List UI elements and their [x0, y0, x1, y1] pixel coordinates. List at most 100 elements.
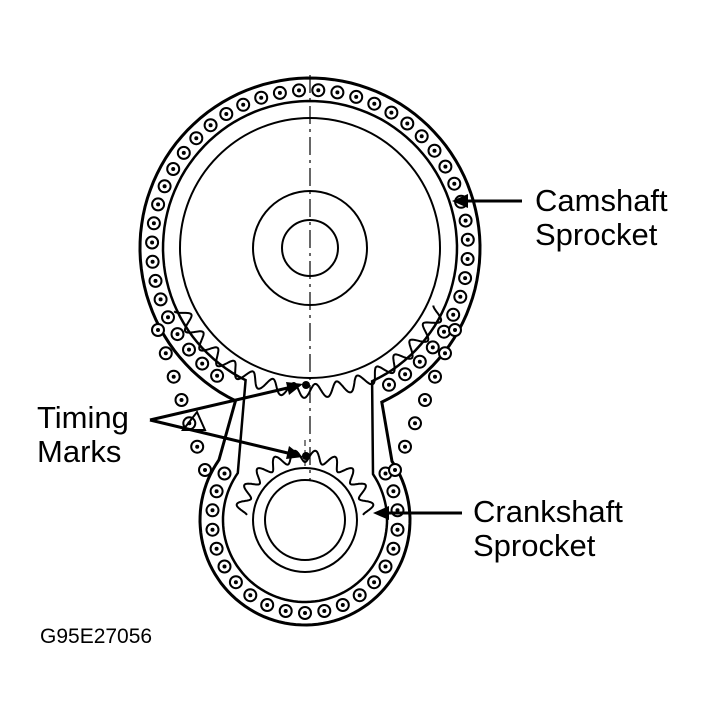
chain-roller-pin [451, 312, 456, 317]
chain-outer-edge [138, 76, 482, 627]
camshaft-sprocket-label: Camshaft Sprocket [535, 184, 668, 252]
chain-left-run-pin [179, 398, 184, 402]
chain-roller-pin [383, 471, 388, 476]
chain-roller-pin [465, 257, 470, 261]
timing-marks-label: Timing Marks [37, 401, 129, 469]
crankshaft-sprocket [235, 440, 375, 573]
chain-roller-pin [405, 121, 410, 126]
chain-roller-pin [194, 136, 199, 141]
figure-id: G95E27056 [40, 625, 153, 648]
crank-outer-ring [252, 467, 358, 573]
chain-roller-pin [303, 611, 307, 615]
chain-roller-pin [224, 112, 229, 116]
chain-roller-pin [233, 580, 238, 585]
chain-left-run-pin [195, 444, 200, 449]
chain-roller-pin [383, 564, 388, 569]
chain-roller-pin [166, 315, 170, 320]
chain-roller-pin [430, 345, 435, 350]
arrowheads [286, 194, 468, 520]
chain-roller-pin [389, 110, 394, 115]
chain-left-run-pin [163, 351, 168, 356]
chain-roller-pin [162, 184, 167, 189]
chain-roller-pin [419, 134, 424, 139]
tensioner-triangle-mark [180, 410, 207, 431]
chain-roller-pin [151, 221, 156, 226]
chain-roller-pin [387, 382, 391, 387]
timing-arrowhead-upper [286, 382, 303, 395]
chain-roller-pin [322, 609, 327, 613]
chain-roller-pin [153, 278, 158, 283]
crankshaft-sprocket-label: Crankshaft Sprocket [473, 495, 623, 563]
chain-roller-pin [181, 150, 186, 155]
chain-roller-pin [283, 609, 288, 613]
chain-roller-pin [214, 489, 219, 494]
camshaft-sprocket [173, 117, 443, 399]
leader-lines [149, 199, 522, 515]
chain-roller-pin [150, 240, 155, 245]
camshaft-label-line1: Camshaft [535, 183, 668, 218]
chain-roller-pin [442, 329, 446, 334]
chain-roller-pin [259, 95, 264, 100]
chain-roller-pin [208, 123, 213, 128]
chain-roller-pin [458, 294, 463, 299]
chain-roller-pin [372, 101, 377, 106]
chain-roller-pin [156, 202, 161, 207]
chain-right-run-pin [393, 468, 397, 472]
chain-roller-pin [395, 527, 400, 532]
timing-label-line1: Timing [37, 400, 129, 435]
chain-roller-pin [187, 347, 191, 352]
chain-roller-pin [465, 237, 470, 242]
chain-roller-pin [354, 94, 359, 99]
chain-roller-pin [391, 489, 396, 494]
chain-roller-pin [175, 332, 180, 337]
chain-roller-pin [265, 603, 270, 607]
chain-left-run-pin [203, 468, 207, 472]
chain-right-run-pin [403, 444, 407, 449]
chain-roller-pin [241, 102, 246, 107]
timing-leader-lower [149, 418, 297, 457]
timing-chain [138, 76, 482, 627]
chain-roller-pin [417, 359, 422, 364]
chain-roller-pin [222, 471, 227, 476]
camshaft-label-line2: Sprocket [535, 217, 658, 252]
chain-roller-pin [210, 527, 215, 532]
chain-roller-pin [340, 603, 345, 607]
chain-roller-pin [214, 546, 219, 551]
chain-roller-pin [200, 361, 205, 366]
chain-roller-pin [395, 508, 400, 513]
timing-arrowhead-lower [286, 446, 303, 459]
crank-timing-mark [302, 452, 310, 460]
chain-right-run-pin [443, 351, 447, 356]
crankshaft-label-line2: Sprocket [473, 528, 596, 563]
chain-roller-pin [463, 276, 468, 281]
chain-roller-pin [372, 580, 377, 585]
crank-inner-ring [264, 479, 346, 561]
chain-roller-pin [297, 88, 301, 93]
chain-left-run-pin [156, 328, 160, 332]
chain-roller-pin [316, 88, 321, 93]
chain-roller-pin [463, 218, 468, 223]
chain-roller-pin [277, 90, 282, 95]
camshaft-arrowhead [452, 194, 468, 208]
cam-timing-mark [302, 381, 310, 389]
chain-right-run-pin [453, 328, 457, 332]
chain-roller-pin [335, 90, 340, 95]
chain-roller-pin [158, 297, 163, 302]
chain-right-run-pin [413, 421, 417, 426]
chain-inner-edge [161, 99, 459, 604]
chain-roller-pin [391, 546, 396, 551]
crankshaft-label-line1: Crankshaft [473, 494, 623, 529]
chain-roller-pin [357, 593, 362, 598]
crankshaft-arrowhead [373, 506, 389, 520]
timing-leader-upper [149, 384, 297, 422]
chain-roller-pin [215, 373, 220, 378]
chain-roller-pin [150, 259, 155, 264]
chain-roller-pin [210, 508, 215, 513]
chain-left-run-pin [171, 374, 176, 379]
chain-roller-pin [222, 564, 227, 569]
chain-roller-pin [443, 164, 448, 169]
chain-roller-pin [432, 148, 437, 153]
chain-right-run-pin [423, 398, 427, 402]
chain-roller-pin [403, 372, 408, 377]
